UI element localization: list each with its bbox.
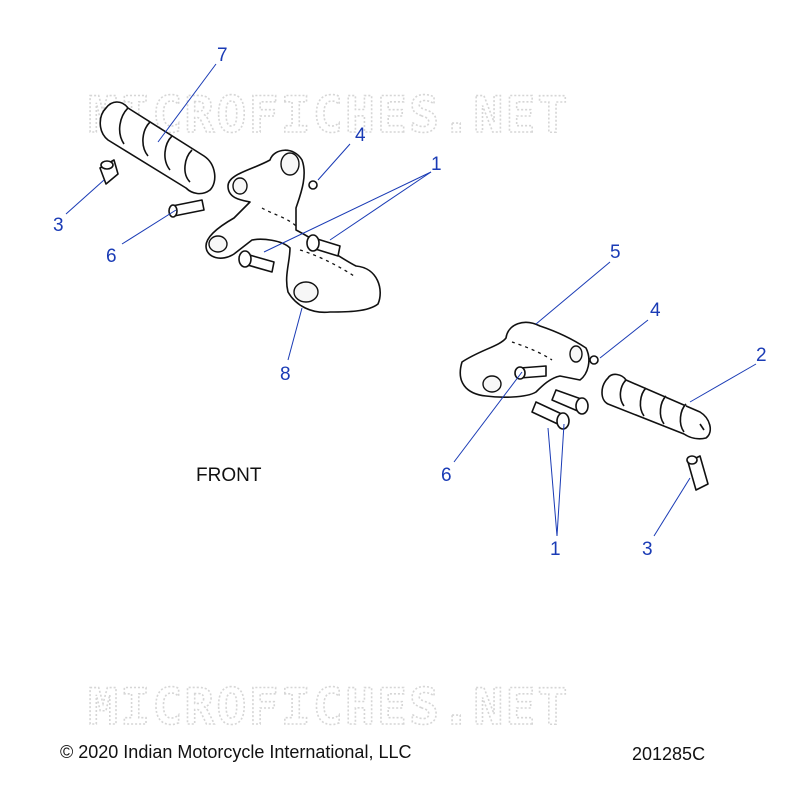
right-footpeg-part-2 <box>601 373 712 440</box>
right-bracket-part-5 <box>459 321 590 398</box>
left-o-ring-part-4 <box>308 180 318 190</box>
left-footpeg-assembly <box>99 101 381 314</box>
callout-left-8: 8 <box>280 364 291 385</box>
callout-left-1: 1 <box>431 154 442 175</box>
callout-left-3: 3 <box>53 215 64 236</box>
left-pin-part-6 <box>168 199 205 218</box>
callout-right-3: 3 <box>642 539 653 560</box>
callout-right-6: 6 <box>441 465 452 486</box>
callout-left-7: 7 <box>217 45 228 66</box>
left-grease-fitting-part-3 <box>99 159 119 185</box>
callout-left-6: 6 <box>106 246 117 267</box>
diagram-code: 201285C <box>632 744 705 764</box>
right-footpeg-assembly <box>459 321 712 491</box>
callout-left-4: 4 <box>355 125 366 146</box>
callout-right-1: 1 <box>550 539 561 560</box>
callout-right-2: 2 <box>756 345 767 366</box>
right-o-ring-part-4 <box>589 355 599 365</box>
left-bolts-part-1 <box>238 234 341 273</box>
right-pin-part-6 <box>514 365 547 380</box>
copyright-notice: © 2020 Indian Motorcycle International, … <box>60 742 411 762</box>
callout-right-5: 5 <box>610 242 621 263</box>
left-bracket-part-8 <box>205 149 381 314</box>
leader-lines <box>65 63 757 537</box>
right-grease-fitting-part-3 <box>686 455 709 491</box>
front-label: FRONT <box>196 465 262 486</box>
right-bolts-part-1 <box>531 389 589 430</box>
left-footpeg-part-7 <box>99 101 216 195</box>
callout-right-4: 4 <box>650 300 661 321</box>
watermark-bottom: MICROFICHES.NET <box>88 678 570 736</box>
